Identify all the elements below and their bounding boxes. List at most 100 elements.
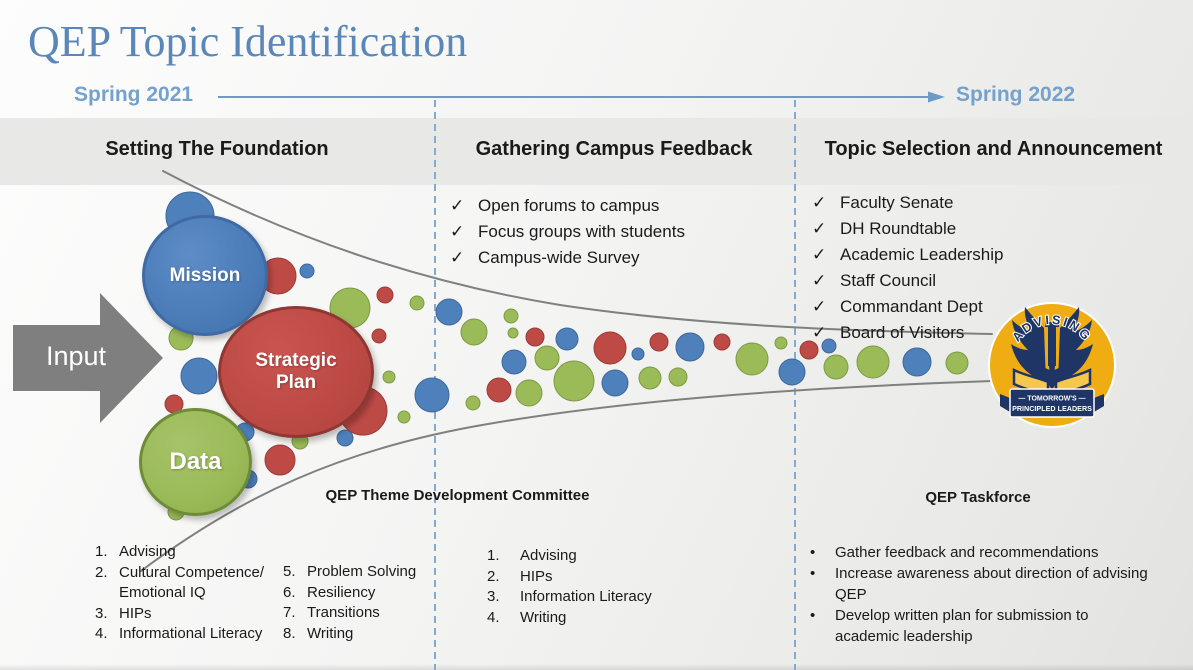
check-icon: ✓ <box>812 323 827 342</box>
committee-list: 1. Advising 2. HIPs 3. Information Liter… <box>487 546 652 628</box>
list-item-text: Transitions <box>307 604 380 621</box>
check-icon: ✓ <box>450 248 465 267</box>
check-icon: ✓ <box>812 193 827 212</box>
slide-bottom-edge <box>0 664 1193 670</box>
checklist-item-text: Focus groups with students <box>478 222 685 241</box>
check-icon: ✓ <box>450 196 465 215</box>
bullet-icon: • <box>810 544 816 561</box>
checklist-item: ✓ Staff Council <box>812 271 1003 291</box>
checklist-item: ✓ DH Roundtable <box>812 219 1003 239</box>
list-item: 3. Information Literacy <box>487 587 652 608</box>
funnel-bubble <box>180 357 218 395</box>
check-icon: ✓ <box>812 245 827 264</box>
list-item-text: Writing <box>520 608 567 626</box>
check-icon: ✓ <box>450 222 465 241</box>
logo-wings-icon <box>1011 307 1093 382</box>
list-item-text: Writing <box>307 624 354 642</box>
logo-wing-left <box>1011 307 1046 382</box>
checklist-item: ✓ Focus groups with students <box>450 222 685 242</box>
funnel-bubble <box>409 295 425 311</box>
funnel-bubble <box>435 298 463 326</box>
funnel-bubble <box>638 366 662 390</box>
checklist-item: ✓ Faculty Senate <box>812 193 1003 213</box>
strategic-plan-bubble: Strategic Plan <box>218 306 374 438</box>
checklist-item: ✓ Open forums to campus <box>450 196 685 216</box>
check-icon: ✓ <box>812 219 827 238</box>
phase-header-selection: Topic Selection and Announcement <box>824 138 1163 160</box>
list-item: 1. Advising <box>487 546 652 567</box>
list-item-text: Develop written plan for submission to a… <box>835 607 1089 645</box>
logo-tower-cap <box>1045 322 1059 327</box>
data-bubble: Data <box>139 408 252 516</box>
committee-title: QEP Theme Development Committee <box>325 487 590 504</box>
list-item-number: 6. <box>283 583 296 601</box>
list-item-number: 2. <box>95 563 108 581</box>
list-item-text: HIPs <box>520 567 553 585</box>
funnel-top-curve <box>162 170 993 335</box>
funnel-bubble <box>336 429 354 447</box>
logo-wing-right <box>1058 307 1093 382</box>
topics-list-2: 5. Problem Solving 6. Resiliency 7. Tran… <box>283 562 416 644</box>
strategic-plan-bubble-label: Strategic Plan <box>255 350 337 393</box>
checklist-item-text: Campus-wide Survey <box>478 248 640 267</box>
checklist-item-text: Open forums to campus <box>478 196 660 215</box>
funnel-bubble <box>397 410 411 424</box>
list-item-number: 8. <box>283 624 296 642</box>
logo-banner-tail-right <box>1094 394 1104 412</box>
logo-banner-ribbon <box>1009 388 1095 418</box>
list-item-text: Cultural Competence/ Emotional IQ <box>119 563 265 602</box>
funnel-bubble <box>601 369 629 397</box>
funnel-bubble <box>525 327 545 347</box>
phase-header-band <box>0 118 1193 185</box>
funnel-bubble <box>823 354 849 380</box>
funnel-bubble <box>507 327 519 339</box>
funnel-bubble <box>555 327 579 351</box>
timeline-end-label: Spring 2022 <box>956 83 1076 106</box>
checklist-item-text: Faculty Senate <box>840 193 954 212</box>
funnel-bubble <box>501 349 527 375</box>
funnel-bubble <box>382 370 396 384</box>
funnel-bubble <box>856 345 890 379</box>
list-item-text: Information Literacy <box>520 588 652 605</box>
checklist-item-text: Commandant Dept <box>840 297 983 316</box>
input-arrow <box>13 293 163 423</box>
mission-bubble-label: Mission <box>169 264 241 286</box>
list-item: 8. Writing <box>283 624 416 645</box>
taskforce-title: QEP Taskforce <box>925 489 1031 506</box>
list-item: 4. Writing <box>487 608 652 629</box>
bullet-icon: • <box>810 565 816 582</box>
timeline-arrowhead-icon <box>928 91 945 103</box>
checklist-item-text: Academic Leadership <box>840 245 1004 264</box>
funnel-bubble <box>778 358 806 386</box>
funnel-bubble <box>460 318 488 346</box>
advising-logo: ADVISING — TOMORROW'S — PRINCIPLED LEADE… <box>988 302 1116 428</box>
funnel-bubble <box>799 340 819 360</box>
list-item-text: Informational Literacy <box>119 625 263 642</box>
funnel-bubble <box>593 331 627 365</box>
feedback-checklist: ✓ Open forums to campus ✓ Focus groups w… <box>450 196 685 274</box>
funnel-bubble <box>503 308 519 324</box>
checklist-item: ✓ Campus-wide Survey <box>450 248 685 268</box>
topics-list-1: 1. Advising 2. Cultural Competence/ Emot… <box>95 542 313 645</box>
funnel-bubble <box>774 336 788 350</box>
funnel-bubble <box>264 444 296 476</box>
logo-banner-line1: — TOMORROW'S — <box>1018 396 1085 403</box>
funnel-bubble <box>649 332 669 352</box>
funnel-bubble <box>675 332 705 362</box>
selection-checklist: ✓ Faculty Senate ✓ DH Roundtable ✓ Acade… <box>812 193 1003 349</box>
funnel-bubble <box>735 342 769 376</box>
check-icon: ✓ <box>812 271 827 290</box>
list-item-text: Gather feedback and recommendations <box>835 544 1099 561</box>
funnel-bottom-curve <box>140 380 993 572</box>
list-item-text: Advising <box>520 547 577 564</box>
funnel-bubble <box>902 347 932 377</box>
list-item: 6. Resiliency <box>283 583 416 604</box>
list-item-text: Advising <box>119 543 176 560</box>
funnel-bubble <box>945 351 969 375</box>
list-item-text: Increase awareness about direction of ad… <box>835 565 1148 603</box>
taskforce-bullet-list: • Gather feedback and recommendations • … <box>810 542 1148 647</box>
mission-bubble: Mission <box>142 215 268 336</box>
funnel-bubble <box>371 328 387 344</box>
list-item-number: 4. <box>487 608 500 626</box>
